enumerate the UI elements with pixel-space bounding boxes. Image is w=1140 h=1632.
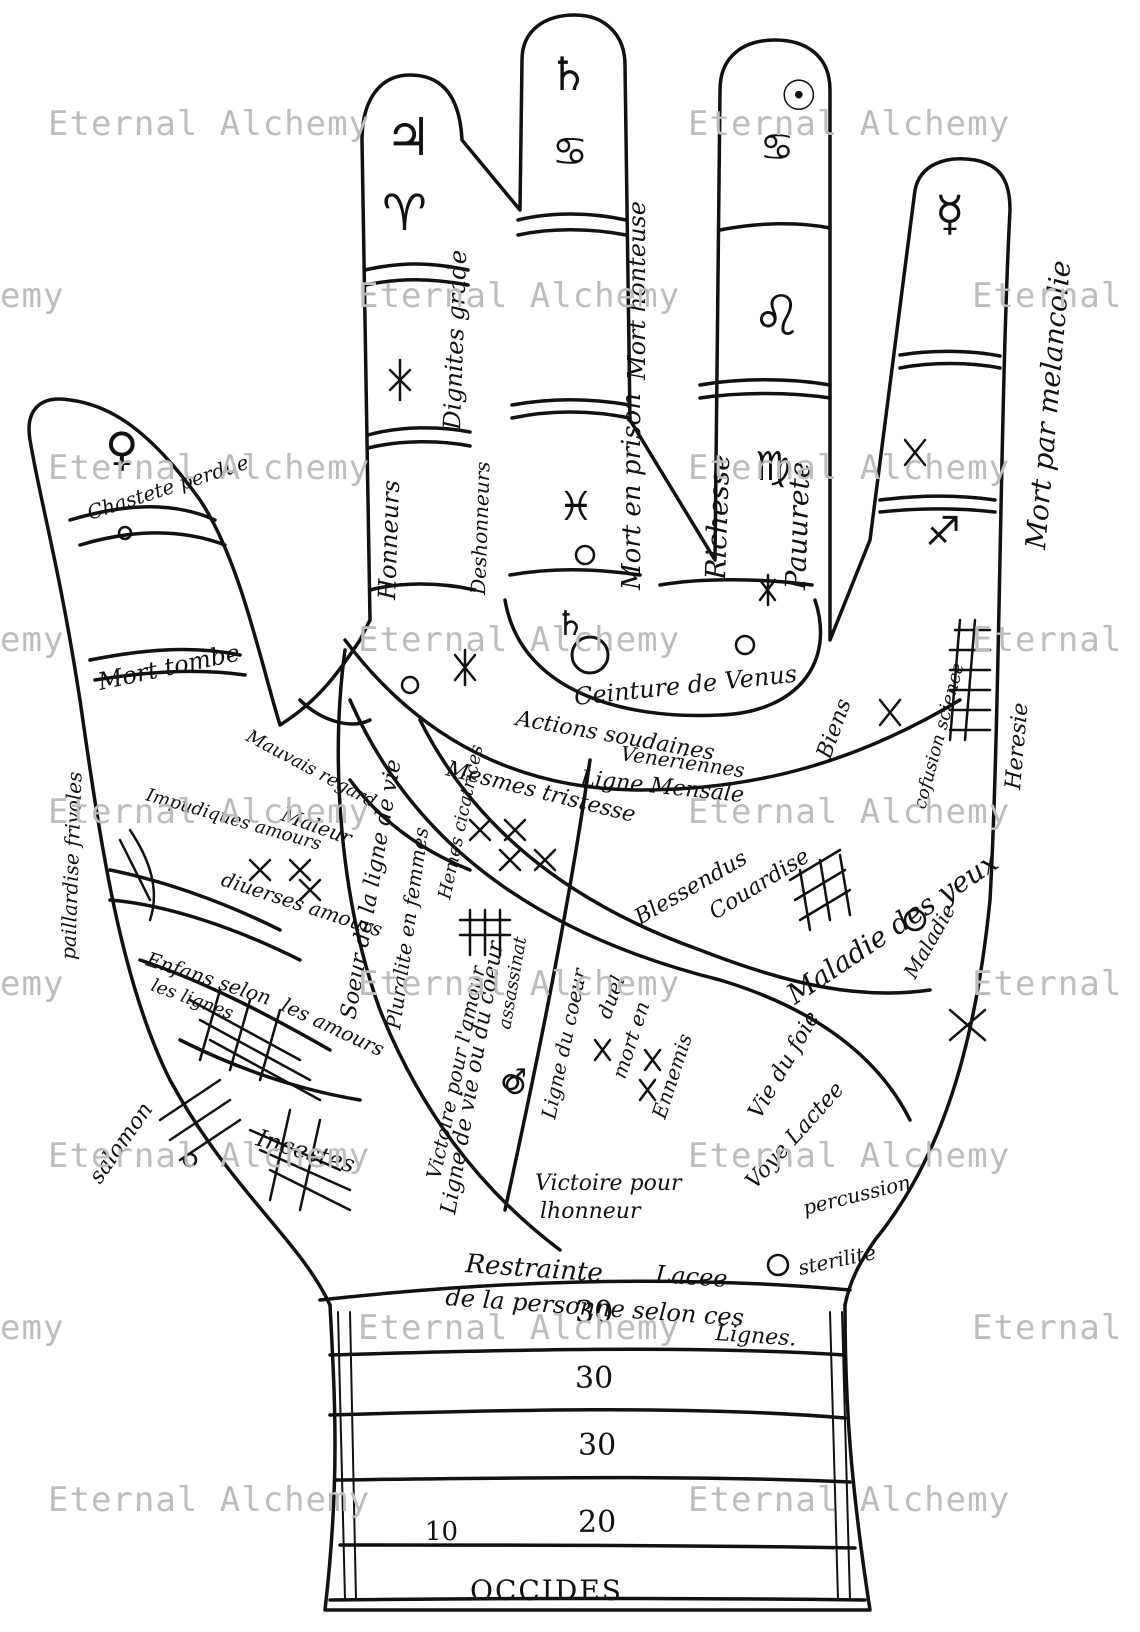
sagittarius-icon: ♐ (925, 509, 961, 555)
heart-line (343, 638, 962, 792)
girdle-of-venus (503, 598, 823, 718)
label-mauvais-regard: Mauvais regard (242, 725, 380, 812)
label-salomon: salomon (84, 1098, 158, 1188)
scorpio-icon: ♋ (552, 129, 588, 175)
mercury-icon: ☿ (935, 186, 964, 242)
label-mort-en-prison: Mort en prison (617, 393, 647, 591)
cancer-icon: ♋ (760, 125, 794, 169)
label-pauurete: Pauurete (779, 461, 816, 591)
wrist-band-1-value: 30 (575, 1295, 613, 1330)
wrist-outline (323, 1303, 872, 1612)
label-ennemis: Ennemis (647, 1031, 697, 1123)
virgo-icon: ♍ (755, 444, 791, 490)
label-sterilite: sterilite (796, 1240, 878, 1280)
label-duel: duel (592, 972, 630, 1021)
label-mort-par-melancolie: Mort par melancolie (1019, 259, 1077, 552)
label-restrainte: Restrainte (464, 1249, 604, 1289)
sun-icon: ☉ (780, 71, 818, 120)
label-victoire-pour-lhonneur-a: Victoire pour (535, 1171, 683, 1196)
label-mort-honteuse: Mort honteuse (623, 201, 651, 381)
label-paillardise-frivoles: paillardise frivoles (56, 771, 87, 960)
sleeve-top (318, 1279, 852, 1302)
label-heresie: Heresie (1001, 702, 1034, 792)
life-line (336, 648, 562, 1252)
saturn-icon: ♄ (548, 47, 589, 101)
label-ligne-du-coeur: Ligne du coeur (536, 965, 592, 1122)
wrist-band-4-left-value: 10 (425, 1517, 458, 1547)
label-mort-tombe: Mort tombe (94, 639, 242, 697)
label-lignes: Lignes. (714, 1321, 798, 1352)
head-line (348, 698, 912, 1122)
wrist-band-4-right-value: 20 (578, 1505, 616, 1540)
jupiter-icon: ♃ (385, 108, 432, 168)
label-maladie-des-yeux: Maladie des yeux (780, 845, 1005, 1011)
label-ceinture-de-venus: Ceinture de Venus (573, 660, 799, 711)
wrist-band-2-value: 30 (575, 1361, 613, 1396)
label-les-amours: les amours (278, 993, 388, 1061)
pisces-icon: ♓ (558, 484, 594, 530)
fate-line (503, 758, 592, 1212)
label-cofusion-science: cofusion science (910, 661, 969, 812)
hand-outline (27, 13, 1012, 1307)
saturn-palm-icon: ♄ (555, 604, 585, 644)
label-victoire-pour-lhonneur-b: lhonneur (540, 1199, 642, 1224)
mars-icon: ♂ (500, 1063, 527, 1098)
wrist-band-3-value: 30 (578, 1428, 616, 1463)
label-honneurs: Honneurs (373, 480, 405, 602)
label-deshonneurs: Deshonneurs (466, 461, 495, 596)
occides-label: OCCIDES (470, 1574, 623, 1607)
aries-icon: ♈ (382, 184, 427, 242)
venus-icon: ♀ (105, 422, 139, 476)
leo-icon: ♌ (752, 284, 802, 349)
label-dignites-grade: Dignites grade (438, 249, 472, 431)
label-richesse: Richesse (699, 454, 736, 582)
label-lacee: Lacee (654, 1260, 729, 1293)
